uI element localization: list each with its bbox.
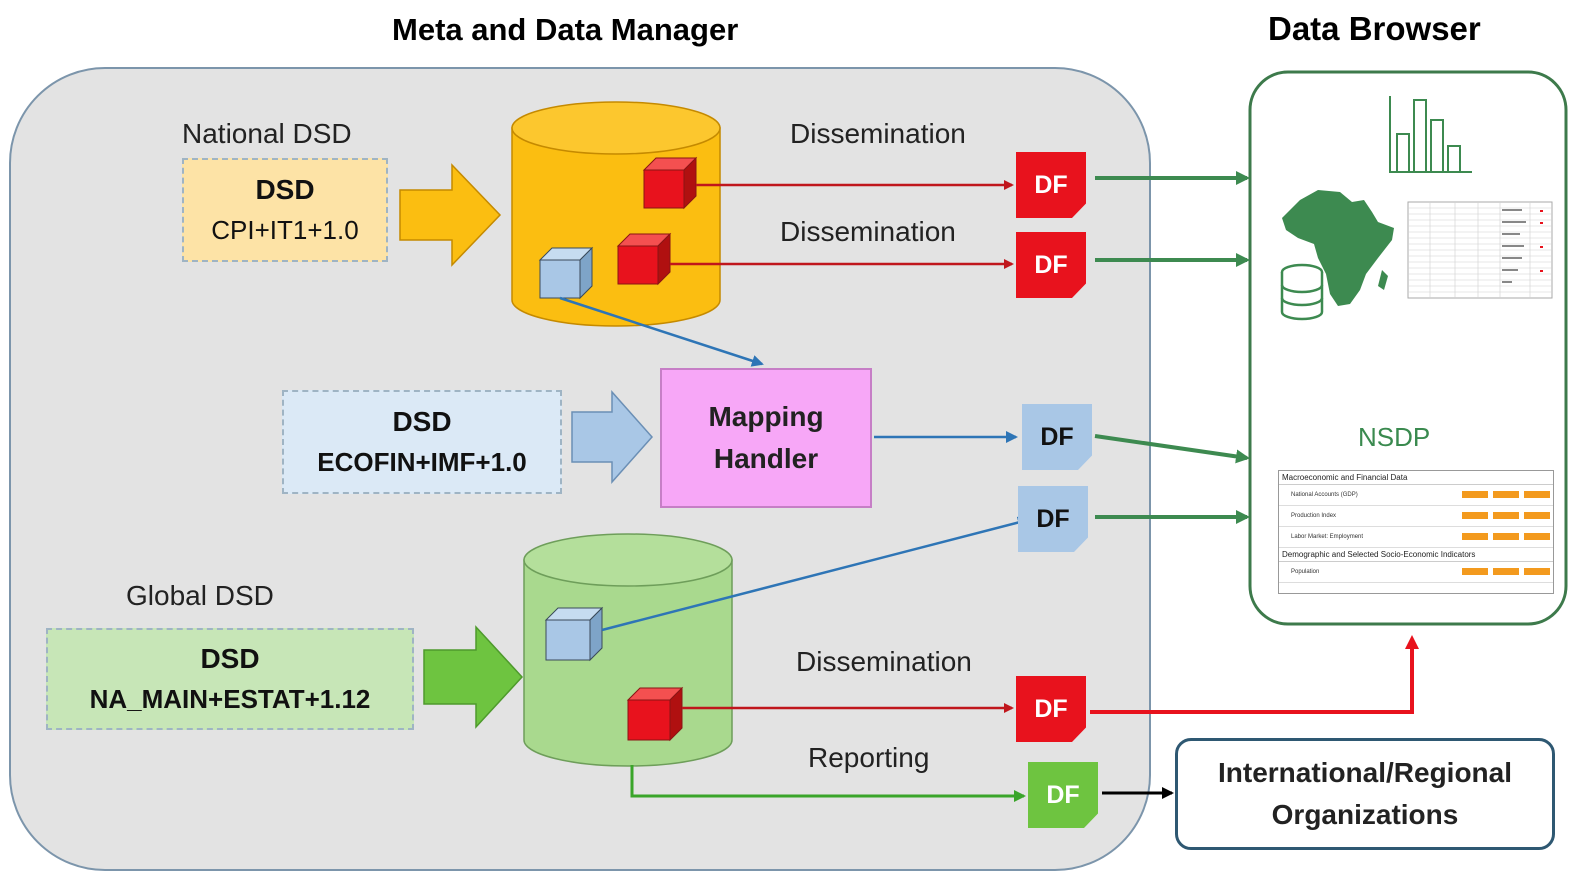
bar-chart-icon xyxy=(1389,96,1472,173)
nsdp-row[interactable]: Labor Market: Employment xyxy=(1279,527,1553,548)
connector-reporting xyxy=(630,765,1026,802)
dataflow-blue-1: DF xyxy=(1022,404,1092,470)
connector-blue-to-mapping xyxy=(559,296,764,367)
mapping-handler: Mapping Handler xyxy=(660,368,872,508)
blue-cube-national xyxy=(538,246,594,300)
arrow-to-browser-3 xyxy=(1094,434,1250,464)
mapping-handler-line2: Handler xyxy=(713,443,819,474)
nsdp-row[interactable]: Population xyxy=(1279,562,1553,583)
dataflow-green: DF xyxy=(1028,762,1098,828)
red-cube-national-2 xyxy=(616,232,672,286)
nsdp-row-label: National Accounts (GDP) xyxy=(1291,492,1358,498)
international-line2: Organizations xyxy=(1271,799,1459,830)
nsdp-section-2: Demographic and Selected Socio-Economic … xyxy=(1279,548,1553,562)
national-dsd-id: CPI+IT1+1.0 xyxy=(211,215,359,245)
nsdp-row[interactable]: Production Index xyxy=(1279,506,1553,527)
international-line1: International/Regional xyxy=(1217,757,1513,788)
reporting-label: Reporting xyxy=(808,742,930,773)
nsdp-row-label: Production Index xyxy=(1291,513,1337,519)
spreadsheet-thumbnail-icon xyxy=(1407,201,1553,299)
global-dsd-box: DSD NA_MAIN+ESTAT+1.12 xyxy=(46,628,414,730)
nsdp-section-1: Macroeconomic and Financial Data xyxy=(1279,471,1553,485)
dataflow-red-1: DF xyxy=(1016,152,1086,218)
blue-cube-global xyxy=(544,606,604,662)
national-dsd-box: DSD CPI+IT1+1.0 xyxy=(182,158,388,262)
africa-map-icon xyxy=(1282,190,1394,306)
nsdp-row-label: Labor Market: Employment xyxy=(1291,534,1364,540)
dissemination-label-2: Dissemination xyxy=(780,216,956,247)
dataflow-red-3: DF xyxy=(1016,676,1086,742)
dissemination-label-1: Dissemination xyxy=(790,118,966,149)
global-dsd-label: Global DSD xyxy=(126,580,274,611)
global-input-arrow xyxy=(423,625,524,729)
nsdp-panel: Macroeconomic and Financial Data Nationa… xyxy=(1278,470,1554,594)
imf-input-arrow xyxy=(571,390,654,484)
red-cube-global xyxy=(626,686,684,742)
national-dsd-heading: DSD xyxy=(255,174,315,205)
nsdp-row[interactable]: National Accounts (GDP) xyxy=(1279,485,1553,506)
dissemination-label-3: Dissemination xyxy=(796,646,972,677)
global-dsd-id: NA_MAIN+ESTAT+1.12 xyxy=(89,684,371,714)
nsdp-row-label: Population xyxy=(1291,569,1320,575)
national-input-arrow xyxy=(399,163,502,267)
arrow-df-to-nsdp xyxy=(1090,635,1419,714)
imf-dsd-id: ECOFIN+IMF+1.0 xyxy=(317,447,527,477)
red-cube-national-1 xyxy=(642,156,698,210)
international-organizations-box: International/Regional Organizations xyxy=(1175,738,1555,850)
connector-global-to-df xyxy=(601,516,1030,632)
global-dsd-heading: DSD xyxy=(200,643,260,674)
dataflow-red-2: DF xyxy=(1016,232,1086,298)
nsdp-title: NSDP xyxy=(1358,422,1431,452)
national-dsd-label: National DSD xyxy=(182,118,352,149)
dataflow-blue-2: DF xyxy=(1018,486,1088,552)
meta-data-manager-title: Meta and Data Manager xyxy=(392,12,739,47)
data-browser-title: Data Browser xyxy=(1268,10,1481,47)
database-icon xyxy=(1280,263,1324,321)
mapping-handler-line1: Mapping xyxy=(708,401,824,432)
imf-dsd-heading: DSD xyxy=(392,406,452,437)
imf-dsd-box: DSD ECOFIN+IMF+1.0 xyxy=(282,390,562,494)
